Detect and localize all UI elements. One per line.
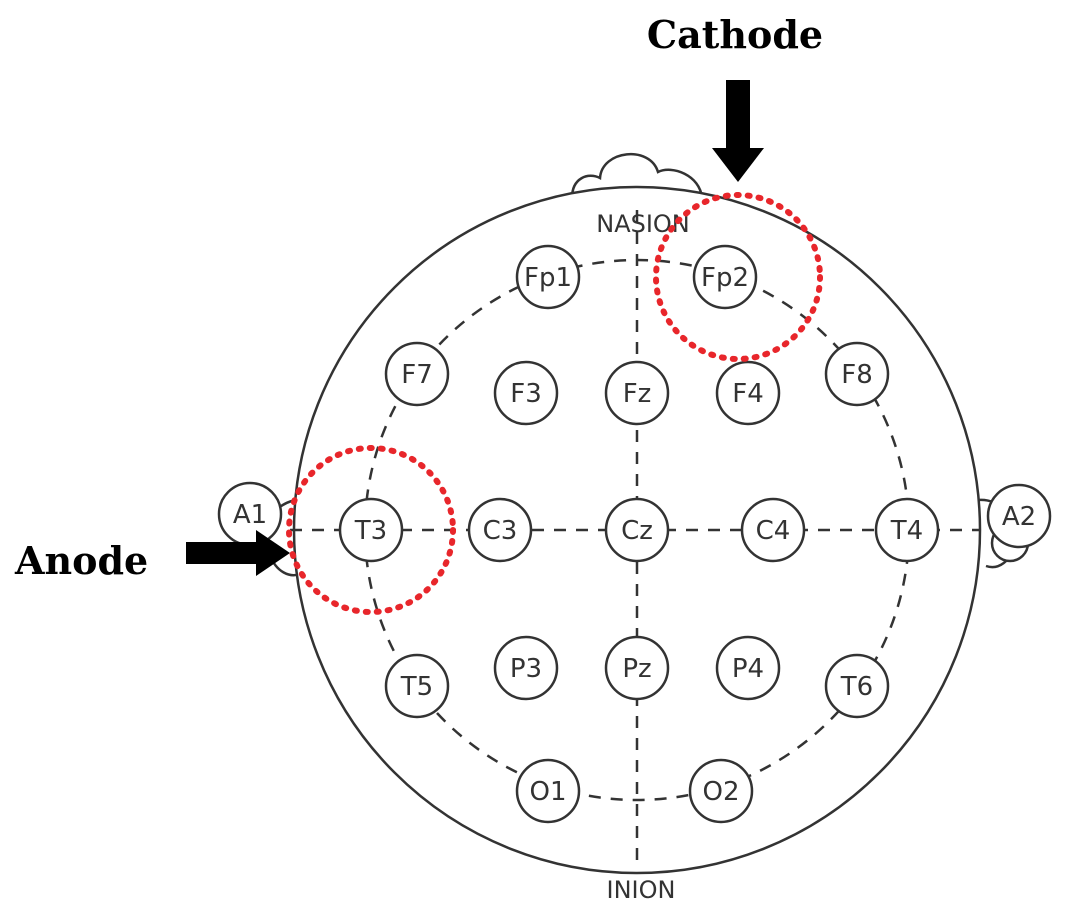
electrode-o1: O1 bbox=[515, 758, 581, 824]
electrode-cz: Cz bbox=[604, 497, 670, 563]
svg-text:T4: T4 bbox=[890, 516, 923, 546]
cathode-arrow bbox=[712, 80, 764, 182]
svg-text:T6: T6 bbox=[840, 672, 873, 702]
svg-text:T5: T5 bbox=[400, 672, 433, 702]
svg-text:P3: P3 bbox=[510, 654, 542, 684]
svg-text:F7: F7 bbox=[401, 360, 433, 390]
electrode-f4: F4 bbox=[715, 360, 781, 426]
anode-arrow bbox=[186, 530, 290, 576]
electrode-f3: F3 bbox=[493, 360, 559, 426]
electrode-pz: Pz bbox=[604, 635, 670, 701]
svg-text:C4: C4 bbox=[756, 516, 791, 546]
svg-text:O1: O1 bbox=[529, 777, 566, 807]
electrode-a1: A1 bbox=[217, 481, 283, 547]
svg-text:P4: P4 bbox=[732, 654, 764, 684]
electrode-fz: Fz bbox=[604, 360, 670, 426]
electrode-fp2: Fp2 bbox=[692, 244, 758, 310]
svg-text:F8: F8 bbox=[841, 360, 873, 390]
anode-label: Anode bbox=[14, 538, 148, 583]
electrode-t4: T4 bbox=[874, 497, 940, 563]
svg-text:Cz: Cz bbox=[621, 516, 653, 546]
nose-outline bbox=[570, 152, 704, 199]
electrode-a2: A2 bbox=[986, 483, 1052, 549]
electrode-t6: T6 bbox=[824, 653, 890, 719]
svg-text:C3: C3 bbox=[483, 516, 518, 546]
inion-label: INION bbox=[607, 876, 676, 904]
electrode-t3: T3 bbox=[338, 497, 404, 563]
svg-text:Fp2: Fp2 bbox=[701, 263, 749, 293]
svg-text:F3: F3 bbox=[510, 379, 542, 409]
electrode-t5: T5 bbox=[384, 653, 450, 719]
electrode-f7: F7 bbox=[384, 341, 450, 407]
svg-text:A1: A1 bbox=[233, 500, 267, 530]
anode-target-ring bbox=[286, 445, 456, 615]
electrode-f8: F8 bbox=[824, 341, 890, 407]
cathode-label: Cathode bbox=[647, 12, 823, 57]
electrode-c3: C3 bbox=[467, 497, 533, 563]
svg-text:Pz: Pz bbox=[622, 654, 651, 684]
svg-text:Fp1: Fp1 bbox=[524, 263, 572, 293]
electrode-p4: P4 bbox=[715, 635, 781, 701]
svg-text:O2: O2 bbox=[702, 777, 739, 807]
svg-text:A2: A2 bbox=[1002, 502, 1036, 532]
svg-text:T3: T3 bbox=[354, 516, 387, 546]
electrode-o2: O2 bbox=[688, 758, 754, 824]
electrode-fp1: Fp1 bbox=[515, 244, 581, 310]
nasion-label: NASION bbox=[596, 210, 690, 238]
cathode-target-ring bbox=[653, 192, 823, 362]
svg-text:F4: F4 bbox=[732, 379, 764, 409]
electrode-p3: P3 bbox=[493, 635, 559, 701]
svg-text:Fz: Fz bbox=[623, 379, 652, 409]
electrode-c4: C4 bbox=[740, 497, 806, 563]
